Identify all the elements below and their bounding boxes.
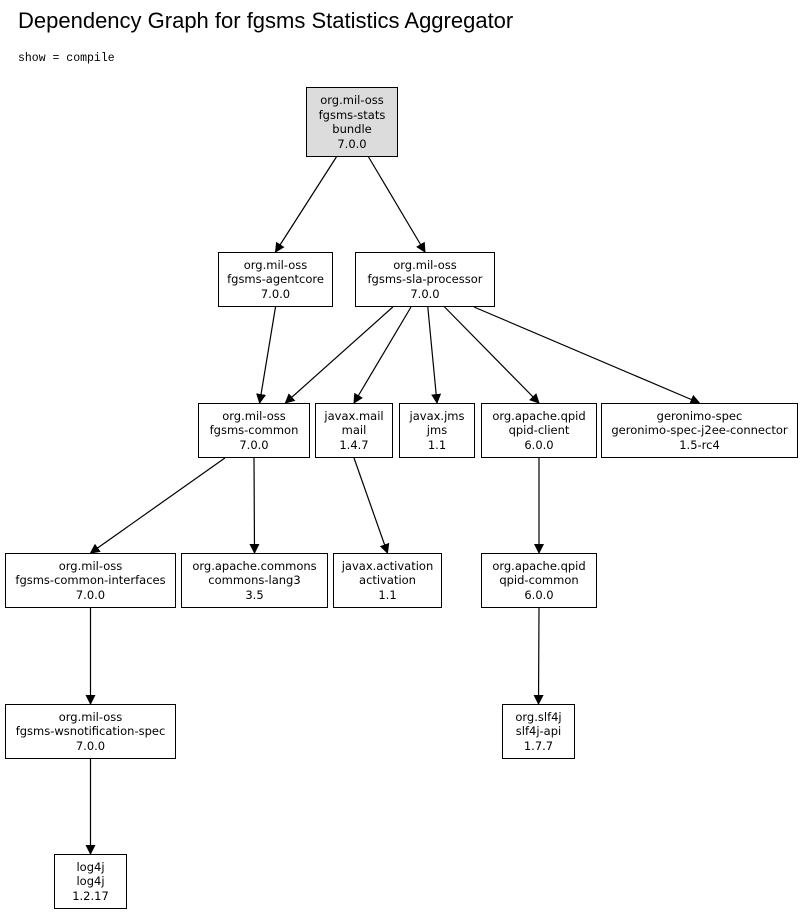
node-artifact: fgsms-agentcore <box>227 272 324 287</box>
page-title: Dependency Graph for fgsms Statistics Ag… <box>18 8 514 33</box>
node-version: 7.0.0 <box>410 286 440 301</box>
node-fgsms-common-interfaces[interactable]: org.mil-oss fgsms-common-interfaces 7.0.… <box>5 553 176 608</box>
node-packaging: bundle <box>332 122 372 136</box>
edge-sla_processor-to-javax_mail <box>353 306 412 404</box>
node-geronimo-spec-j2ee-connector[interactable]: geronimo-spec geronimo-spec-j2ee-connect… <box>601 403 798 458</box>
node-version: 1.4.7 <box>339 437 369 452</box>
node-version: 6.0.0 <box>524 587 554 602</box>
edge-javax_mail-to-activation <box>353 457 390 554</box>
node-artifact: fgsms-common-interfaces <box>15 573 166 588</box>
node-group: org.mil-oss <box>320 93 384 107</box>
edge-common-to-common_interfaces <box>89 457 226 554</box>
edge-sla_processor-to-qpid_client <box>444 306 540 404</box>
node-version: 7.0.0 <box>239 437 269 452</box>
node-version: 1.1 <box>427 437 447 452</box>
edge-sla_processor-to-common <box>284 306 394 404</box>
node-artifact: log4j <box>76 874 105 889</box>
node-artifact: mail <box>341 423 367 438</box>
node-artifact: slf4j-api <box>515 724 562 739</box>
edge-stats_bundle-to-agentcore <box>274 156 337 253</box>
node-group: org.apache.qpid <box>492 558 586 573</box>
node-qpid-client[interactable]: org.apache.qpid qpid-client 6.0.0 <box>481 403 597 458</box>
node-fgsms-agentcore[interactable]: org.mil-oss fgsms-agentcore 7.0.0 <box>218 252 333 307</box>
node-log4j[interactable]: log4j log4j 1.2.17 <box>54 854 127 909</box>
edge-qpid_common-to-slf4j <box>533 607 544 705</box>
node-version: 7.0.0 <box>260 286 291 301</box>
node-group: javax.mail <box>324 408 384 423</box>
node-fgsms-sla-processor[interactable]: org.mil-oss fgsms-sla-processor 7.0.0 <box>355 252 495 307</box>
node-group: org.mil-oss <box>222 408 286 423</box>
node-artifact: fgsms-wsnotification-spec <box>15 724 166 739</box>
node-group: log4j <box>76 859 105 874</box>
node-version: 1.1 <box>378 587 397 602</box>
node-artifact: fgsms-stats <box>318 107 386 122</box>
node-javax-activation[interactable]: javax.activation activation 1.1 <box>333 553 442 608</box>
node-version: 7.0.0 <box>75 738 106 753</box>
node-group: javax.activation <box>341 558 434 573</box>
edge-sla_processor-to-geronimo <box>473 306 701 405</box>
scope-filter-label: show = compile <box>18 52 115 65</box>
node-fgsms-stats[interactable]: org.mil-oss fgsms-stats bundle 7.0.0 <box>306 87 398 157</box>
node-artifact: jms <box>426 423 448 438</box>
node-group: org.mil-oss <box>58 558 123 573</box>
node-artifact: geronimo-spec-j2ee-connector <box>611 423 788 438</box>
edge-agentcore-to-common <box>256 306 277 404</box>
node-group: org.slf4j <box>515 709 562 724</box>
node-qpid-common[interactable]: org.apache.qpid qpid-common 6.0.0 <box>481 553 597 608</box>
node-version: 7.0.0 <box>337 136 367 151</box>
node-group: org.mil-oss <box>58 709 123 724</box>
node-version: 1.5-rc4 <box>679 437 720 452</box>
node-group: org.apache.qpid <box>492 408 586 423</box>
edge-sla_processor-to-javax_jms <box>427 306 442 404</box>
node-commons-lang3[interactable]: org.apache.commons commons-lang3 3.5 <box>181 553 328 608</box>
edge-stats_bundle-to-sla_processor <box>368 156 426 253</box>
node-fgsms-wsnotification-spec[interactable]: org.mil-oss fgsms-wsnotification-spec 7.… <box>5 704 176 759</box>
node-artifact: fgsms-common <box>209 423 299 438</box>
node-slf4j-api[interactable]: org.slf4j slf4j-api 1.7.7 <box>502 704 575 759</box>
node-version: 1.2.17 <box>72 888 109 903</box>
node-version: 3.5 <box>245 587 264 602</box>
node-version: 1.7.7 <box>523 738 554 753</box>
node-artifact: fgsms-sla-processor <box>367 272 483 287</box>
node-version: 7.0.0 <box>75 587 106 602</box>
node-javax-jms[interactable]: javax.jms jms 1.1 <box>399 403 475 458</box>
node-artifact: activation <box>359 573 416 588</box>
node-group: javax.jms <box>409 408 465 423</box>
node-javax-mail[interactable]: javax.mail mail 1.4.7 <box>315 403 393 458</box>
node-group: geronimo-spec <box>656 408 743 423</box>
node-artifact: qpid-client <box>508 423 570 438</box>
node-version: 6.0.0 <box>524 437 554 452</box>
node-group: org.apache.commons <box>192 558 317 573</box>
node-group: org.mil-oss <box>243 257 308 272</box>
node-artifact: qpid-common <box>499 573 579 588</box>
node-group: org.mil-oss <box>393 257 457 272</box>
edge-common-to-commons_lang3 <box>249 457 260 554</box>
node-artifact: commons-lang3 <box>208 573 301 588</box>
node-fgsms-common[interactable]: org.mil-oss fgsms-common 7.0.0 <box>198 403 310 458</box>
